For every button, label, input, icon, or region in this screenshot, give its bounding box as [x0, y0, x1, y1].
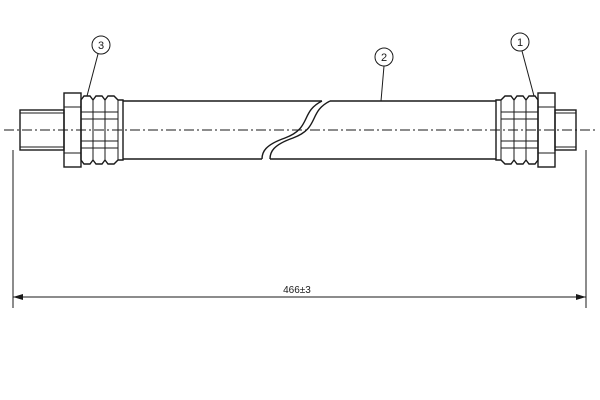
callout-1-label: 1: [517, 37, 523, 49]
right-fitting: [495, 92, 577, 168]
callout-3-circle: [91, 35, 111, 55]
left-ferrule: [80, 95, 124, 165]
left-fitting: [19, 92, 124, 168]
dimension-value: 466±3: [283, 285, 311, 296]
hose-body: [123, 100, 496, 160]
callout-1-circle: [510, 32, 530, 52]
dimension-arrow-left: [13, 294, 23, 300]
right-thread-end: [554, 109, 577, 151]
length-dimension: 466±3: [12, 150, 587, 308]
callout-3: 3: [86, 35, 111, 97]
callout-1-leader: [521, 50, 535, 97]
break-line-left: [261, 100, 323, 160]
break-line-right: [269, 100, 331, 160]
callout-3-leader: [86, 53, 99, 97]
callout-2-leader: [380, 65, 385, 102]
callout-2-label: 2: [381, 52, 387, 64]
callout-1: 1: [510, 32, 535, 97]
dimension-arrow-right: [576, 294, 586, 300]
callout-3-label: 3: [98, 40, 104, 52]
callout-2: 2: [374, 47, 394, 102]
